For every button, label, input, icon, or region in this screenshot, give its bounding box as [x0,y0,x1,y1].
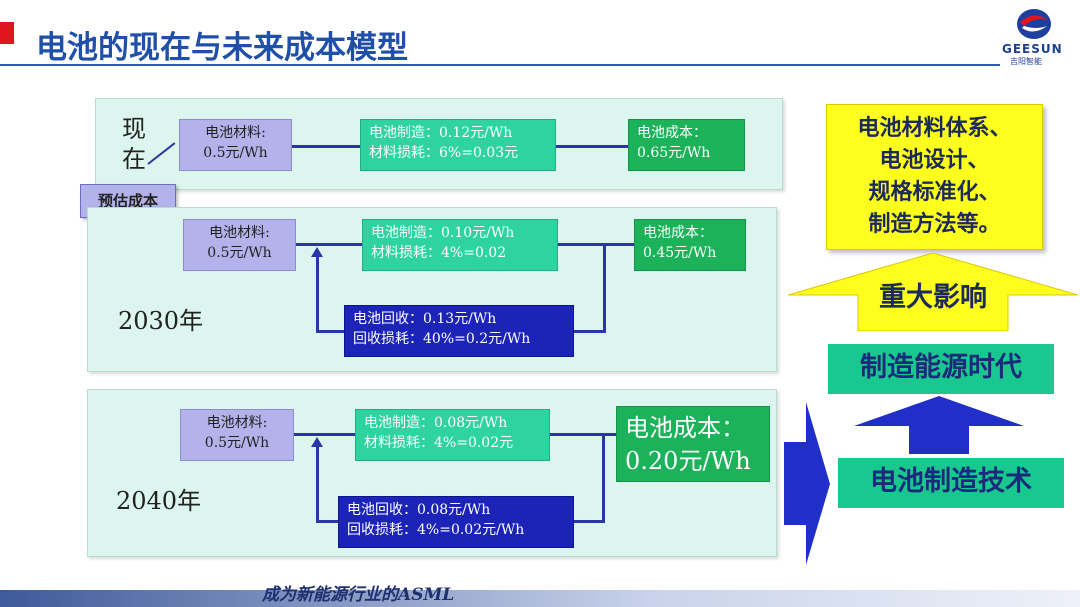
key-factors-box: 电池材料体系、 电池设计、 规格标准化、 制造方法等。 [826,104,1043,250]
connector-2030-up [316,256,319,333]
era-box: 制造能源时代 [828,344,1054,394]
connector-now-2 [556,145,630,148]
2030-cost-box: 电池成本： 0.45元/Wh [634,219,746,271]
2040-material-box: 电池材料: 0.5元/Wh [180,409,294,461]
arrow-up-2030-icon [311,247,323,257]
tech-box: 电池制造技术 [838,458,1064,508]
now-cost-box: 电池成本： 0.65元/Wh [628,119,745,171]
footer-slogan: 成为新能源行业的ASML [262,585,455,605]
connector-2040-2 [550,433,618,436]
label-2030: 2030年 [118,307,204,335]
footer-bar [0,590,1080,607]
geesun-logo-icon [1017,9,1051,39]
big-right-arrow-icon [784,402,830,565]
page-title: 电池的现在与未来成本模型 [36,30,408,66]
connector-2040-1 [294,433,356,436]
now-manufacture-box: 电池制造：0.12元/Wh 材料损耗：6%=0.03元 [360,119,556,171]
arrow-up-2040-icon [311,437,323,447]
label-2040: 2040年 [116,487,202,515]
now-material-box: 电池材料: 0.5元/Wh [179,119,292,171]
connector-2040-up [316,446,319,523]
impact-label: 重大影响 [879,282,987,313]
impact-arrow-icon [788,253,1078,331]
connector-now-1 [292,145,362,148]
2030-manufacture-box: 电池制造：0.10元/Wh 材料损耗：4%=0.02 [362,219,558,271]
label-now: 现 在 [122,115,146,173]
connector-2030-1 [296,243,364,246]
connector-2040-out [316,520,338,523]
2040-cost-box: 电池成本： 0.20元/Wh [616,406,770,482]
title-accent-bar [0,22,14,44]
logo-subtitle: 吉阳智能 [1010,57,1042,66]
2040-recycle-box: 电池回收：0.08元/Wh 回收损耗：4%=0.02元/Wh [338,496,574,548]
title-divider [0,64,1000,66]
connector-2030-down [603,243,606,333]
logo-name: GEESUN [1002,42,1063,56]
2030-material-box: 电池材料: 0.5元/Wh [183,219,296,271]
up-arrow-icon [854,396,1024,454]
connector-2040-down [602,433,605,523]
connector-2030-out [316,330,346,333]
2030-recycle-box: 电池回收：0.13元/Wh 回收损耗：40%=0.2元/Wh [344,305,574,357]
connector-2030-2 [558,243,634,246]
connector-2030-in [572,330,606,333]
connector-2040-in [574,520,605,523]
2040-manufacture-box: 电池制造：0.08元/Wh 材料损耗：4%=0.02元 [355,409,550,461]
